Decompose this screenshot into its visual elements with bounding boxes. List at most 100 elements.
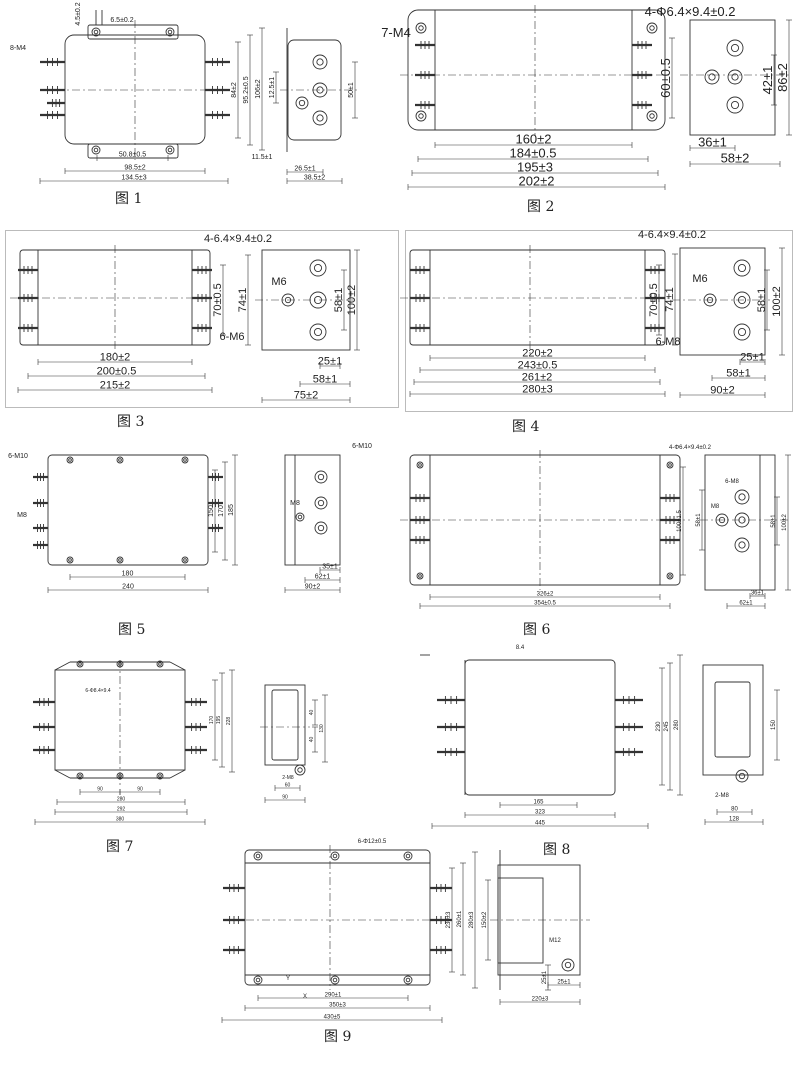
terminal-stud-inner <box>737 263 747 273</box>
terminal-stud-inner <box>405 977 411 983</box>
dimension-label: 326±2 <box>537 592 554 598</box>
terminal-stud-icon <box>181 556 189 564</box>
dimension-label: 58±1 <box>771 514 777 528</box>
dimension-label: 323 <box>535 810 546 816</box>
terminal-stud-inner <box>183 558 187 562</box>
dimension-label: 58±1 <box>756 288 768 312</box>
terminal-stud-inner <box>332 853 338 859</box>
callout-label: 6-M8 <box>655 336 680 348</box>
dimension-label: 42±1 <box>760 66 775 95</box>
terminal-stud-icon <box>666 572 674 580</box>
dimension-label: 70±0.5 <box>648 283 660 317</box>
terminal-stud-icon <box>91 145 101 155</box>
terminal-stud-inner <box>313 263 323 273</box>
terminal-stud-inner <box>93 147 99 153</box>
terminal-stud-icon <box>733 291 751 309</box>
dimension-label: 90 <box>137 787 143 793</box>
terminal-stud-inner <box>564 961 572 969</box>
terminal-stud-icon <box>294 764 306 776</box>
terminal-stud-inner <box>297 767 303 773</box>
terminal-stud-icon <box>312 110 328 126</box>
terminal-stud-icon <box>646 22 658 34</box>
dimension-label: 90 <box>97 787 103 793</box>
housing-outline <box>497 877 544 964</box>
dimension-label: 60 <box>285 783 291 789</box>
dimension-label: 36±1 <box>698 135 727 150</box>
housing-outline <box>244 849 431 986</box>
terminal-stud-icon <box>295 96 309 110</box>
terminal-stud-icon <box>181 456 189 464</box>
dimension-label: 260±1 <box>457 910 463 927</box>
terminal-stud-icon <box>403 851 413 861</box>
figure-5-caption: 图 5 <box>118 622 146 638</box>
dimension-label: 86±2 <box>775 63 790 92</box>
terminal-stud-inner <box>313 327 323 337</box>
terminal-stud-icon <box>735 769 749 783</box>
callout-label: M12 <box>549 938 561 944</box>
callout-label: M6 <box>271 276 286 288</box>
figure-8-caption: 图 8 <box>543 842 571 858</box>
dimension-label: 220±3 <box>532 997 549 1003</box>
terminal-stud-icon <box>116 772 124 780</box>
terminal-stud-icon <box>281 293 295 307</box>
dimension-label: 100±2 <box>771 286 783 317</box>
terminal-stud-inner <box>730 43 740 53</box>
terminal-stud-inner <box>118 458 122 462</box>
terminal-stud-inner <box>718 516 726 524</box>
dimension-label: 165 <box>533 800 544 806</box>
dimension-label: 62±1 <box>315 574 331 581</box>
dimension-label: 50.8±0.5 <box>119 152 146 159</box>
terminal-stud-icon <box>330 975 340 985</box>
terminal-stud-icon <box>733 323 751 341</box>
dimension-label: 98.5±2 <box>124 165 145 172</box>
dimension-label: 200±0.5 <box>97 366 137 378</box>
dimension-label: 354±0.5 <box>534 601 556 607</box>
callout-label: 6.5±0.2 <box>110 17 133 24</box>
figure-6-caption: 图 6 <box>523 622 551 638</box>
terminal-stud-icon <box>314 521 328 535</box>
dimension-label: 243±0.5 <box>518 360 558 372</box>
terminal-stud-icon <box>715 513 729 527</box>
dimension-label: 180 <box>122 571 134 578</box>
terminal-stud-inner <box>730 100 740 110</box>
dimension-label: 130 <box>319 724 325 733</box>
figure-9-caption: 图 9 <box>324 1029 352 1045</box>
terminal-stud-inner <box>738 516 746 524</box>
dimension-label: 100±2 <box>346 285 358 316</box>
dimension-label: 26.5±1 <box>294 166 315 173</box>
callout-label: X <box>303 994 307 1000</box>
dimension-label: 245 <box>664 721 670 732</box>
dimension-label: 100±1.5 <box>677 510 683 532</box>
callout-label: 4-Φ6.4×9.4±0.2 <box>645 4 736 19</box>
dimension-label: 240 <box>122 584 134 591</box>
terminal-stud-icon <box>703 293 717 307</box>
terminal-stud-icon <box>76 660 84 668</box>
dimension-label: 50±1 <box>348 82 355 98</box>
dimension-label: 134.5±3 <box>121 175 146 182</box>
terminal-stud-inner <box>317 499 325 507</box>
terminal-stud-inner <box>668 574 672 578</box>
terminal-stud-inner <box>118 662 122 666</box>
terminal-stud-inner <box>118 558 122 562</box>
dimension-label: 280 <box>117 797 126 803</box>
dimension-label: 280 <box>674 719 680 730</box>
dimension-label: 58±1 <box>726 368 750 380</box>
terminal-stud-icon <box>416 572 424 580</box>
terminal-stud-icon <box>734 512 750 528</box>
edge-line <box>169 769 186 779</box>
housing-outline <box>689 19 776 136</box>
housing-outline <box>464 659 616 796</box>
dimension-label: 230±3 <box>446 911 452 928</box>
dimension-label: 36±1 <box>751 591 765 597</box>
terminal-stud-icon <box>561 958 575 972</box>
dimension-label: 90±2 <box>305 584 321 591</box>
terminal-stud-inner <box>167 147 173 153</box>
terminal-stud-inner <box>418 113 424 119</box>
terminal-stud-icon <box>312 82 328 98</box>
terminal-stud-inner <box>313 295 323 305</box>
dimension-label: 280±3 <box>522 384 553 396</box>
housing-outline <box>409 249 666 346</box>
